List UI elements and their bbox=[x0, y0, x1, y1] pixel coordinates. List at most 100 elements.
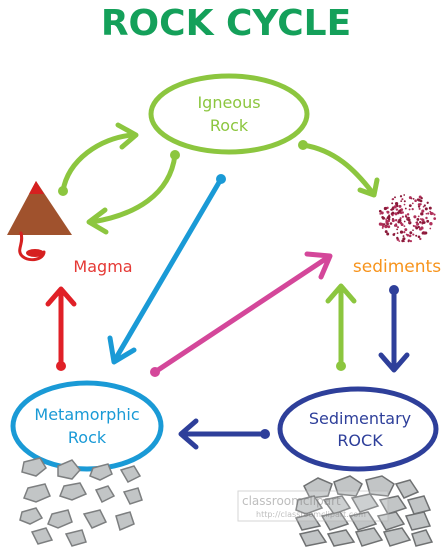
sedimentary-rock-node: Sedimentary ROCK bbox=[277, 386, 439, 472]
sediment-dot bbox=[425, 216, 428, 220]
sediment-dot bbox=[406, 213, 410, 216]
sediment-dot bbox=[394, 218, 398, 222]
sediment-dot bbox=[420, 226, 424, 230]
sediment-dot bbox=[385, 219, 389, 223]
sediment-dot bbox=[403, 225, 406, 228]
sediment-dot bbox=[412, 198, 415, 200]
sediment-dot bbox=[426, 201, 429, 204]
arrow-igneous-to-sediments bbox=[298, 140, 380, 198]
igneous-rock-label-line2: Rock bbox=[210, 116, 249, 135]
volcano-icon bbox=[7, 181, 72, 262]
arrow-sediments-to-sedimentary bbox=[378, 285, 410, 373]
sediment-dot bbox=[409, 231, 413, 235]
sediment-dot bbox=[389, 222, 393, 225]
sediment-dot bbox=[387, 219, 390, 223]
sediment-dot bbox=[408, 216, 410, 219]
sediments-icon bbox=[378, 194, 437, 243]
sediment-dot bbox=[396, 226, 400, 229]
sediment-dot bbox=[419, 218, 422, 220]
sediment-dot bbox=[384, 230, 388, 234]
sediment-dot bbox=[425, 212, 428, 215]
sediment-dot bbox=[408, 196, 412, 200]
sediment-dot bbox=[421, 209, 425, 213]
sediment-dot bbox=[412, 224, 415, 227]
sediment-dot bbox=[393, 224, 397, 227]
sediment-dot bbox=[421, 221, 424, 224]
sediment-dot bbox=[393, 205, 397, 209]
sediment-dot bbox=[400, 223, 404, 227]
sediment-dot bbox=[427, 212, 430, 215]
sediment-dot bbox=[424, 207, 428, 211]
sediment-dot bbox=[417, 203, 421, 207]
sediment-dot bbox=[424, 231, 428, 235]
sediment-dot bbox=[378, 209, 382, 213]
igneous-rock-node: Igneous Rock bbox=[148, 73, 310, 155]
sediment-dot bbox=[403, 220, 406, 223]
sediment-dot bbox=[428, 206, 432, 210]
sediment-dot bbox=[407, 218, 411, 222]
arrow-magma-to-igneous bbox=[58, 122, 139, 196]
sediment-dot bbox=[409, 239, 413, 243]
arrow-sedimentary-to-metamorphic bbox=[178, 418, 270, 450]
sediment-dot bbox=[396, 232, 399, 234]
metamorphic-pebbles-icon bbox=[19, 457, 143, 547]
sediment-dot bbox=[403, 203, 406, 206]
sediment-dot bbox=[429, 227, 432, 230]
sediment-dot bbox=[402, 235, 405, 238]
sediment-dot bbox=[422, 205, 425, 208]
sediment-dot bbox=[405, 215, 408, 218]
sediment-dot bbox=[406, 233, 409, 236]
metamorphic-rock-node: Metamorphic Rock bbox=[10, 380, 164, 472]
sediment-dot bbox=[401, 198, 404, 201]
sediment-dot bbox=[380, 211, 384, 215]
sediment-dot bbox=[408, 234, 412, 238]
arrow-metamorphic-to-sediments bbox=[150, 251, 333, 377]
sediment-dot bbox=[399, 195, 403, 198]
sediment-dot bbox=[396, 236, 399, 240]
sediment-dot bbox=[408, 221, 411, 223]
sediment-dot bbox=[396, 228, 398, 231]
sediment-dot bbox=[417, 215, 420, 218]
sediment-dot bbox=[379, 213, 382, 215]
sediment-dot bbox=[399, 230, 404, 234]
sediment-dot bbox=[411, 207, 414, 211]
sediment-dot bbox=[381, 223, 384, 227]
sediment-dot bbox=[386, 223, 389, 226]
sediment-dot bbox=[381, 226, 384, 229]
sediment-dot bbox=[403, 194, 406, 196]
magma-label: Magma bbox=[73, 257, 132, 276]
sediment-dot bbox=[403, 231, 406, 234]
sediment-dot bbox=[429, 210, 432, 213]
sediment-dot bbox=[418, 207, 421, 210]
sediment-dot bbox=[417, 198, 421, 202]
sediment-dot bbox=[416, 217, 420, 221]
sediment-dot bbox=[407, 240, 410, 243]
sediments-label: sediments bbox=[353, 257, 441, 277]
watermark: classroomclipart http://classroomclipart… bbox=[237, 490, 389, 522]
sediment-dot bbox=[385, 218, 387, 221]
page-title: ROCK CYCLE bbox=[101, 3, 351, 44]
sediment-dot bbox=[404, 207, 407, 210]
arrow-sedimentary-to-sediments bbox=[325, 283, 357, 371]
sediment-dot bbox=[419, 220, 422, 224]
sediment-dot bbox=[426, 219, 430, 223]
sediment-dot bbox=[415, 226, 419, 230]
sediment-dot bbox=[391, 211, 395, 215]
metamorphic-rock-label-line2: Rock bbox=[68, 428, 107, 447]
sediment-dot bbox=[403, 200, 406, 203]
sedimentary-rock-label-line2: ROCK bbox=[337, 431, 383, 450]
sediment-dot bbox=[394, 212, 398, 216]
arrow-igneous-to-metamorphic bbox=[107, 174, 226, 365]
sediment-dot bbox=[419, 237, 422, 241]
sediment-dot bbox=[416, 222, 420, 226]
sediment-dot bbox=[392, 233, 396, 236]
sediment-dot bbox=[420, 212, 424, 216]
sediment-dot bbox=[412, 233, 415, 236]
sediment-dot bbox=[404, 228, 408, 232]
watermark-line1: classroomclipart bbox=[242, 494, 341, 508]
sediment-dot bbox=[391, 198, 394, 201]
arrow-igneous-to-magma bbox=[86, 150, 180, 235]
sediment-dot bbox=[397, 220, 401, 224]
sediment-dot bbox=[421, 218, 425, 222]
